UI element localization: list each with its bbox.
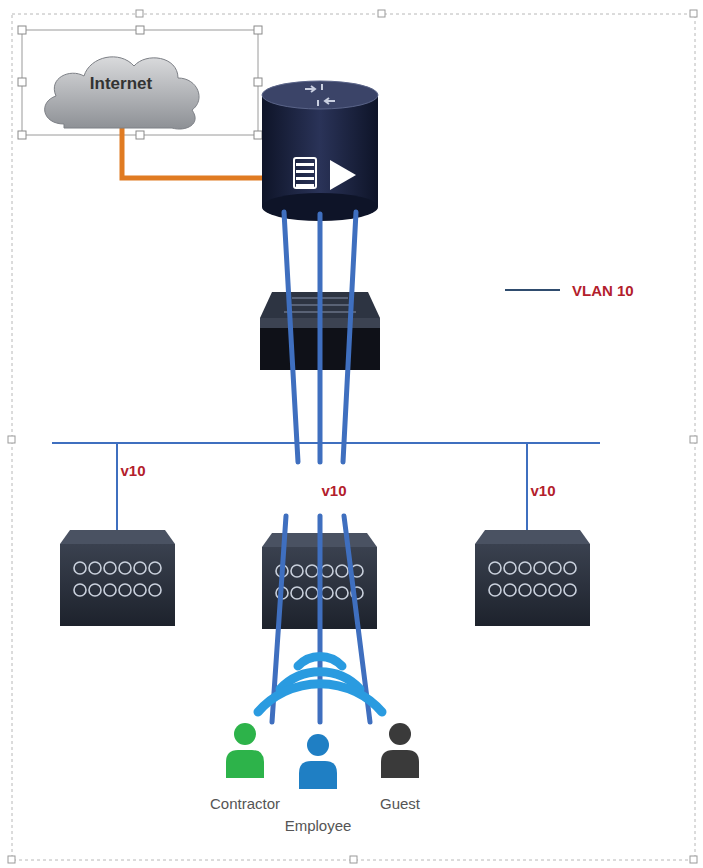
port-ring	[549, 584, 561, 596]
internet-uplink	[122, 128, 264, 178]
port-ring	[149, 562, 161, 574]
port-ring	[306, 587, 318, 599]
port-ring	[504, 562, 516, 574]
vlan-bus	[52, 443, 600, 532]
port-ring	[74, 584, 86, 596]
wireless-arcs	[258, 656, 382, 712]
port-ring	[336, 565, 348, 577]
cloud-node: Internet	[36, 44, 206, 134]
cloud-label: Internet	[90, 74, 152, 94]
port-ring	[291, 587, 303, 599]
port-ring	[149, 584, 161, 596]
port-ring	[519, 562, 531, 574]
legend-line-sample	[505, 289, 560, 291]
router-icon	[262, 81, 378, 221]
port-ring	[519, 584, 531, 596]
port-ring	[89, 562, 101, 574]
port-ring	[534, 562, 546, 574]
port-ring	[564, 562, 576, 574]
legend-label: VLAN 10	[572, 282, 634, 299]
port-ring	[321, 565, 333, 577]
user-head	[389, 723, 411, 745]
frame-handles	[8, 10, 697, 863]
port-ring	[134, 584, 146, 596]
vlan-tag: v10	[120, 462, 145, 479]
port-ring	[504, 584, 516, 596]
frame	[12, 14, 695, 860]
ssid-lines	[272, 212, 370, 722]
user-label: Employee	[285, 817, 352, 834]
user-node: Employee	[278, 730, 358, 834]
selection-handles	[18, 26, 262, 139]
port-ring	[119, 562, 131, 574]
user-head	[307, 734, 329, 756]
port-ring	[321, 587, 333, 599]
port-ring	[134, 562, 146, 574]
access-point-ports	[74, 562, 576, 599]
vlan-tag: v10	[321, 482, 346, 499]
port-ring	[89, 584, 101, 596]
user-body	[226, 750, 264, 778]
port-ring	[104, 584, 116, 596]
port-ring	[534, 584, 546, 596]
port-ring	[291, 565, 303, 577]
vlan-tag: v10	[530, 482, 555, 499]
cloud-outline	[45, 57, 199, 129]
port-ring	[564, 584, 576, 596]
access-point-icons	[60, 530, 590, 629]
port-ring	[336, 587, 348, 599]
port-ring	[489, 562, 501, 574]
port-ring	[119, 584, 131, 596]
user-label: Guest	[380, 795, 420, 812]
port-ring	[489, 584, 501, 596]
port-ring	[306, 565, 318, 577]
user-node: Guest	[360, 720, 440, 812]
selection-box	[22, 30, 258, 135]
user-label: Contractor	[210, 795, 280, 812]
port-ring	[104, 562, 116, 574]
user-head	[234, 723, 256, 745]
user-body	[299, 761, 337, 789]
port-ring	[74, 562, 86, 574]
port-ring	[549, 562, 561, 574]
user-node: Contractor	[205, 720, 285, 812]
user-body	[381, 750, 419, 778]
